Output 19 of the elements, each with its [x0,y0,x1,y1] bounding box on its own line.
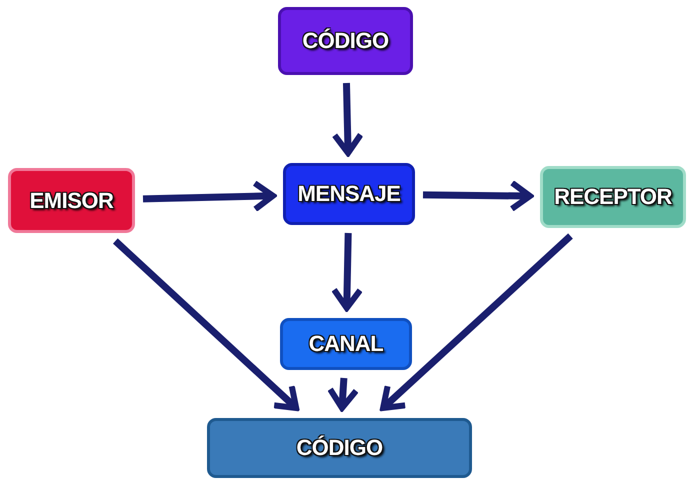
process-box [540,166,686,228]
arrow [380,233,573,411]
arrow [332,82,364,156]
arrow [112,238,300,411]
arrow [327,378,360,411]
arrow [331,232,364,311]
node-label: MENSAJE [298,181,400,207]
process-box [8,168,135,233]
node-label: CÓDIGO [296,435,383,461]
node-label: RECEPTOR [554,184,672,210]
process-box [283,163,415,225]
arrow [422,180,533,212]
node-label: CÓDIGO [302,28,389,54]
node-label: CANAL [308,331,384,357]
process-box [207,418,472,478]
arrow [142,180,276,212]
process-box [278,7,413,75]
process-box [280,318,412,370]
node-label: EMISOR [30,188,114,214]
